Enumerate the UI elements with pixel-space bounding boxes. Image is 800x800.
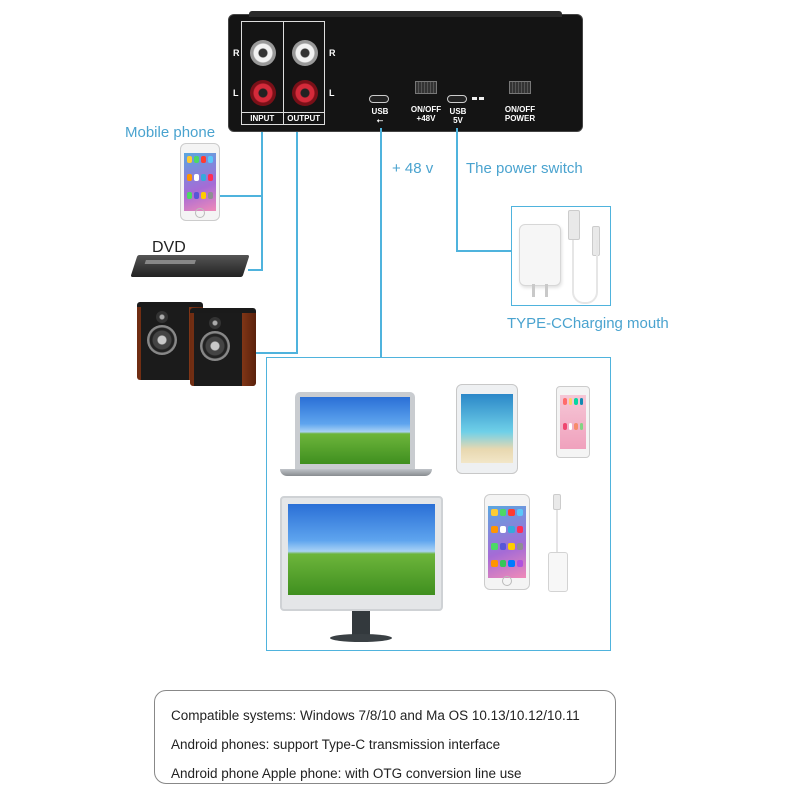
laptop-base xyxy=(280,469,432,476)
output-l-letter: L xyxy=(329,88,335,98)
charge-horizontal-line xyxy=(456,250,512,252)
power-switch-caption: The power switch xyxy=(466,160,583,177)
android-phone-image xyxy=(556,386,590,458)
output-r-letter: R xyxy=(329,48,336,58)
usb-a-plug-icon xyxy=(568,210,580,240)
input-label: INPUT xyxy=(242,113,284,124)
output-connection-line xyxy=(296,132,298,354)
speaker-left-image xyxy=(137,302,203,380)
indicator-led xyxy=(472,97,477,100)
usb-port-label: USB ⭠ xyxy=(365,107,395,125)
home-button-icon xyxy=(502,576,512,587)
rca-jack-group: R L R L INPUT OUTPUT xyxy=(233,21,336,125)
input-left-jack[interactable] xyxy=(250,80,276,106)
lightning-plug-icon xyxy=(553,494,561,510)
input-connection-line xyxy=(261,132,263,270)
audio-interface-panel: R L R L INPUT OUTPUT USB ⭠ ON/OFF +48V U… xyxy=(228,11,583,132)
charger-frame xyxy=(511,206,611,306)
usb-c-port-data[interactable] xyxy=(369,95,389,103)
usb-symbol-icon: ⭠ xyxy=(376,116,384,125)
mobile-phone-image xyxy=(180,143,220,221)
input-l-letter: L xyxy=(233,88,239,98)
woofer-icon xyxy=(200,331,230,361)
speaker-right-image xyxy=(190,308,256,386)
power-switch[interactable] xyxy=(509,81,531,94)
computer-devices-frame xyxy=(266,357,611,651)
info-line-android: Android phones: support Type-C transmiss… xyxy=(171,737,501,752)
dvd-label: DVD xyxy=(152,239,186,256)
monitor-foot xyxy=(330,634,392,642)
desktop-monitor-image xyxy=(280,496,443,611)
output-left-jack[interactable] xyxy=(292,80,318,106)
usb-c-port-5v[interactable] xyxy=(447,95,467,103)
info-line-systems: Compatible systems: Windows 7/8/10 and M… xyxy=(171,708,580,723)
home-button-icon xyxy=(195,207,205,218)
dvd-connection-line xyxy=(248,269,263,271)
phone-connection-line xyxy=(220,195,262,197)
desktop-wallpaper xyxy=(300,397,410,464)
phantom-power-switch[interactable] xyxy=(415,81,437,94)
compatibility-info-box: Compatible systems: Windows 7/8/10 and M… xyxy=(154,690,616,784)
speaker-connection-line xyxy=(256,352,298,354)
usb-connection-line xyxy=(380,128,382,358)
usb-charger-image xyxy=(519,224,561,297)
woofer-icon xyxy=(147,325,177,355)
input-r-letter: R xyxy=(233,48,240,58)
usb5v-label: USB 5V xyxy=(449,107,467,125)
dvd-player-image xyxy=(130,255,250,277)
output-label: OUTPUT xyxy=(287,114,321,123)
power-switch-label: ON/OFF POWER xyxy=(504,105,536,123)
tweeter-icon xyxy=(156,311,168,323)
plus-48v-label: + 48 v xyxy=(392,160,434,177)
otg-adapter-icon xyxy=(548,552,568,592)
panel-rim xyxy=(249,11,562,17)
indicator-led-2 xyxy=(479,97,484,100)
desktop-wallpaper xyxy=(288,504,435,595)
laptop-image xyxy=(295,392,415,469)
tweeter-icon xyxy=(209,317,221,329)
tablet-image xyxy=(456,384,518,474)
charge-connection-line xyxy=(456,128,458,252)
typec-charging-label: TYPE-CCharging mouth xyxy=(507,315,669,332)
output-right-jack[interactable] xyxy=(292,40,318,66)
phantom-switch-label: ON/OFF +48V xyxy=(410,105,442,123)
io-labels: INPUT OUTPUT xyxy=(242,112,324,124)
apple-phone-image xyxy=(484,494,530,590)
charging-cable-icon xyxy=(572,240,598,304)
mobile-phone-label: Mobile phone xyxy=(125,124,216,141)
info-line-otg: Android phone Apple phone: with OTG conv… xyxy=(171,766,522,781)
input-right-jack[interactable] xyxy=(250,40,276,66)
otg-cable-icon xyxy=(556,510,558,552)
monitor-stand xyxy=(352,611,370,635)
